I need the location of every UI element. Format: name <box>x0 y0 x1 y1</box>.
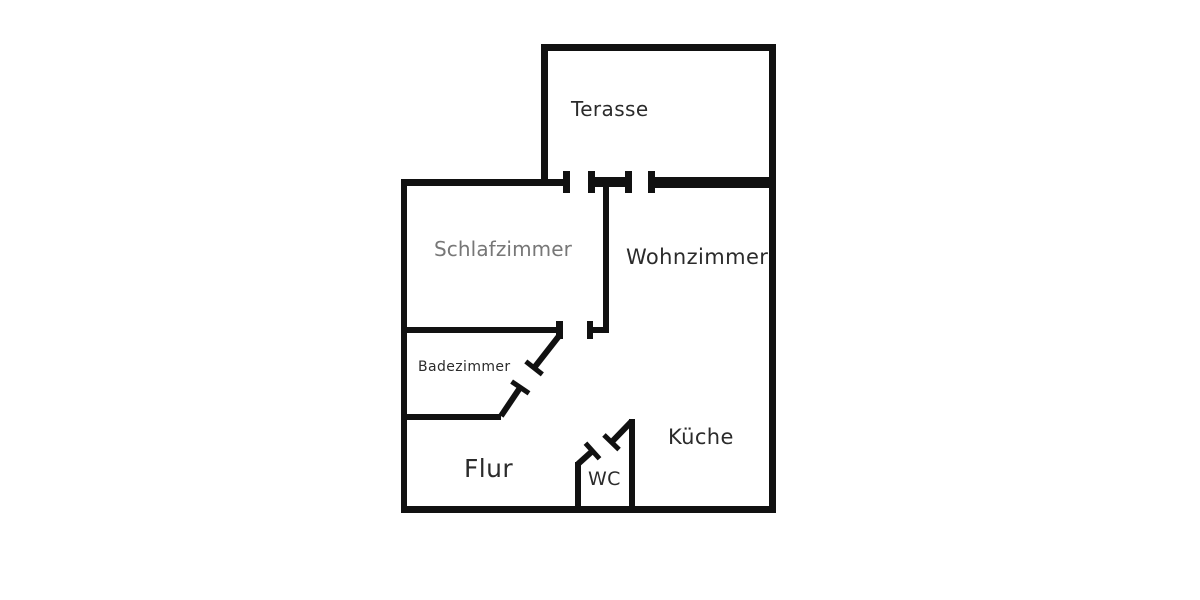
wall-outer-right <box>769 44 776 513</box>
wall-terasse-top <box>541 44 776 51</box>
wall-schlafzimmer-wohnzimmer-divider <box>603 187 609 333</box>
wall-badezimmer-bottom <box>401 414 501 420</box>
room-label-wc: WC <box>588 468 621 490</box>
wall-outer-left <box>401 179 407 513</box>
wall-schlafzimmer-bottom <box>401 327 557 333</box>
room-label-terasse: Terasse <box>571 97 649 121</box>
door-jamb-terrace-door2-right <box>648 171 655 193</box>
wall-badezimmer-diagonal-upper <box>524 334 562 377</box>
wall-top-west <box>401 179 563 186</box>
wall-outer-bottom <box>401 506 776 513</box>
wall-wc-left <box>575 462 581 507</box>
door-jamb-badezimmer-lower <box>510 379 531 396</box>
wall-terasse-left <box>541 44 548 183</box>
wall-badezimmer-diagonal-lower <box>498 379 531 418</box>
wall-top-east <box>655 177 769 188</box>
door-jamb-terrace-door1-left <box>563 171 570 193</box>
room-label-badezimmer: Badezimmer <box>418 359 511 375</box>
door-jamb-wc-upper <box>602 433 621 452</box>
room-label-kueche: Küche <box>668 425 734 449</box>
room-label-wohnzimmer: Wohnzimmer <box>626 245 769 269</box>
door-jamb-badezimmer-upper <box>524 359 544 377</box>
room-label-schlafzimmer: Schlafzimmer <box>434 237 572 261</box>
wall-top-mid <box>595 177 625 187</box>
door-jamb-terrace-door2-left <box>625 171 632 193</box>
wall-wc-diagonal-lower <box>575 441 602 467</box>
door-jamb-wc-lower <box>583 441 602 461</box>
door-jamb-terrace-door1-right <box>588 171 595 193</box>
wall-divider-bottom-stub <box>593 327 609 333</box>
door-jamb-schlafzimmer-door-left <box>556 321 563 339</box>
wall-wc-right <box>629 419 635 507</box>
room-label-flur: Flur <box>464 454 514 483</box>
door-jamb-schlafzimmer-door-right <box>587 321 593 339</box>
